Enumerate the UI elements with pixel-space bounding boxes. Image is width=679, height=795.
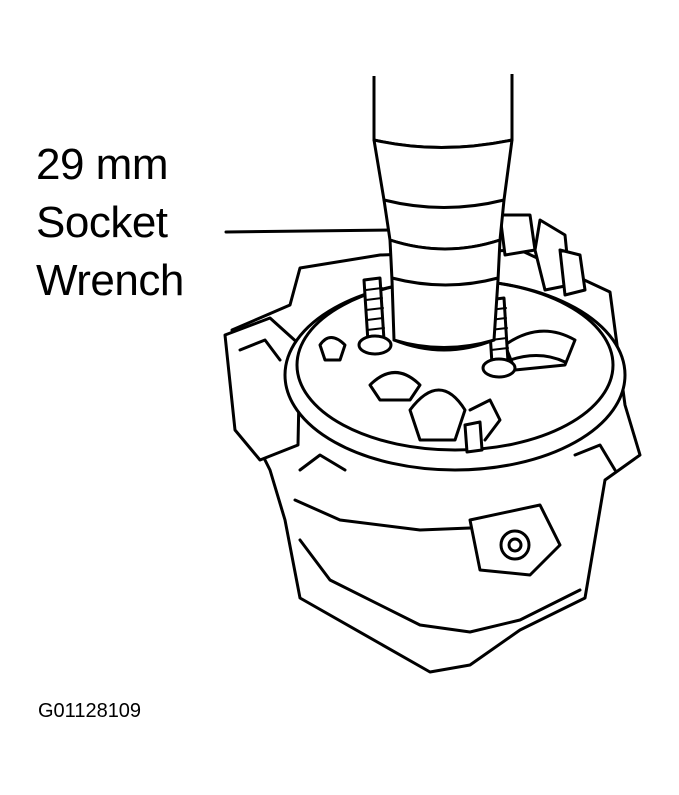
figure-id: G01128109 [38,700,142,722]
callout-leader-line [224,228,394,234]
socket-wrench-icon [372,74,514,352]
callout-line-socket: Socket [36,198,168,247]
socket-wrench-callout: 29 mm Socket Wrench [36,136,184,310]
alternator-icon [223,213,642,674]
callout-line-size: 29 mm [36,140,168,189]
callout-line-wrench: Wrench [36,256,184,305]
